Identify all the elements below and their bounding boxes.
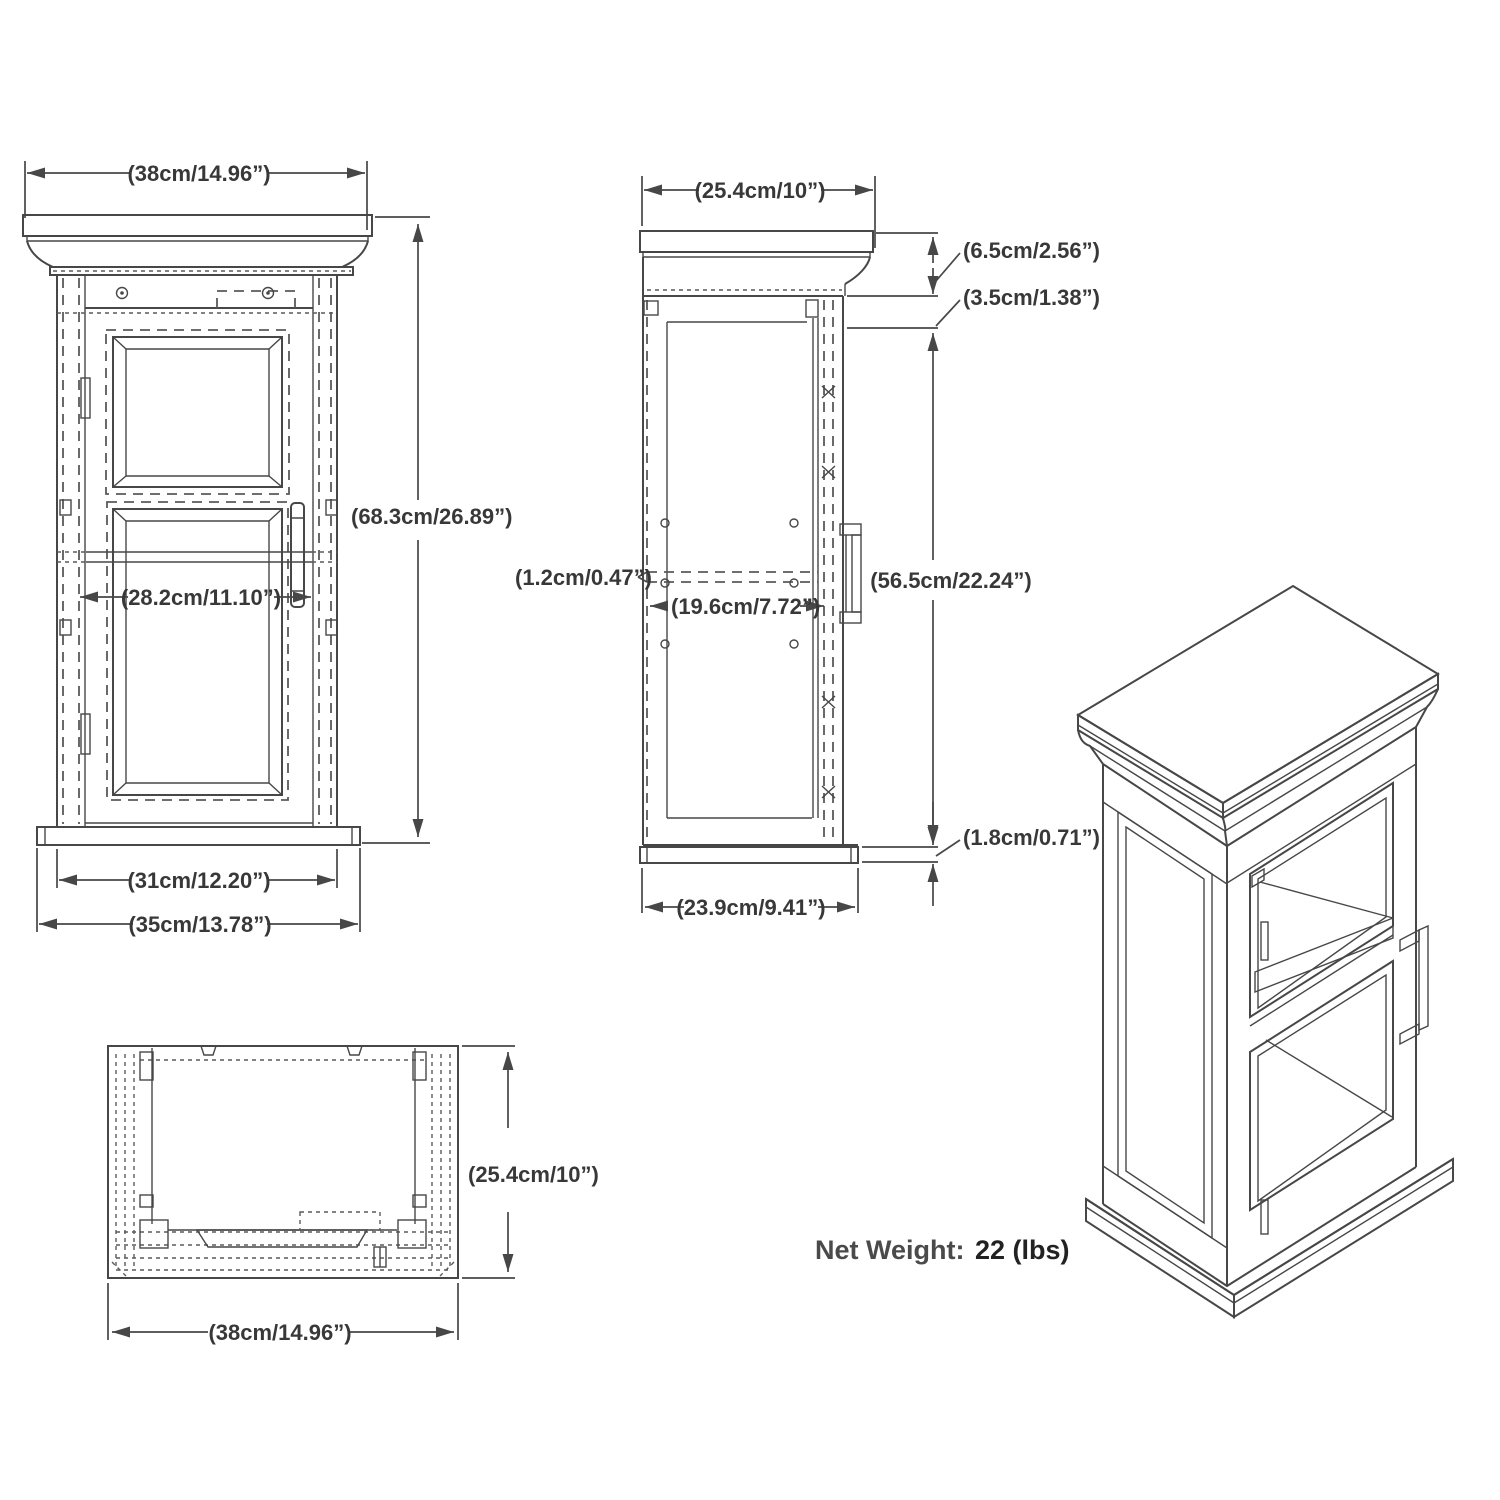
side-dim-shelf-thickness-label: (1.2cm/0.47”): [515, 565, 652, 590]
front-shelf-lines: [57, 551, 337, 563]
side-dim-body-height: (56.5cm/22.24”): [862, 333, 1040, 843]
front-upper-glass-panel: [105, 329, 290, 495]
iso-glass-door: [1226, 763, 1417, 1235]
front-body: [56, 275, 338, 827]
front-crown: [22, 214, 373, 276]
side-dim-crown-height: (6.5cm/2.56”): [847, 232, 1100, 297]
bottom-hidden-lines: [111, 1054, 455, 1277]
front-dim-base-width-label: (35cm/13.78”): [128, 912, 271, 937]
bottom-dim-depth: (25.4cm/10”): [462, 1045, 599, 1279]
front-view: (38cm/14.96”) (68.3cm/26.89”) (28.2cm/11…: [22, 161, 512, 937]
front-mounting-screws: [115, 286, 275, 300]
bottom-interior: [139, 1045, 427, 1268]
side-shelf-lines: [647, 518, 818, 649]
front-dim-height-label: (68.3cm/26.89”): [351, 504, 512, 529]
front-lower-glass-panel: [106, 501, 289, 801]
front-dim-inner-width-label: (28.2cm/11.10”): [121, 585, 281, 610]
side-dim-rail-height: (3.5cm/1.38”): [847, 285, 1100, 329]
side-dim-depth-top-label: (25.4cm/10”): [695, 178, 826, 203]
side-base: [639, 846, 859, 864]
side-dim-base-height-label: (1.8cm/0.71”): [963, 825, 1100, 850]
front-door-handle: [290, 502, 305, 608]
side-dim-rail-height-label: (3.5cm/1.38”): [963, 285, 1100, 310]
side-view: (25.4cm/10”) (6.5cm/2.56”) (3.5cm/1.38”)…: [515, 176, 1100, 920]
side-body: [642, 296, 858, 846]
side-dim-shelf-thickness: (1.2cm/0.47”): [515, 565, 652, 590]
front-dim-body-width: (31cm/12.20”): [56, 849, 338, 893]
bottom-view: (25.4cm/10”) (38cm/14.96”): [107, 1045, 599, 1345]
bottom-dim-depth-label: (25.4cm/10”): [468, 1162, 599, 1187]
side-door-handle: [839, 523, 862, 624]
side-dim-inner-depth: (19.6cm/7.72”): [650, 594, 824, 619]
side-crown: [639, 230, 874, 297]
iso-interior-shelf: [1251, 867, 1394, 1118]
iso-body: [1102, 727, 1417, 1288]
side-dim-depth-top: (25.4cm/10”): [641, 176, 876, 248]
side-dim-base-height: (1.8cm/0.71”): [862, 802, 1100, 906]
front-base: [36, 826, 361, 846]
front-dim-inner-width: (28.2cm/11.10”): [80, 585, 311, 610]
iso-crown: [1077, 688, 1439, 848]
front-dim-base-width: (35cm/13.78”): [36, 848, 361, 937]
front-dim-top-width-label: (38cm/14.96”): [127, 161, 270, 186]
side-dim-base-depth: (23.9cm/9.41”): [641, 868, 859, 920]
iso-base: [1085, 1157, 1454, 1319]
net-weight: Net Weight: 22 (lbs): [815, 1235, 1070, 1265]
front-dim-height: (68.3cm/26.89”): [344, 216, 512, 844]
bottom-dim-width-label: (38cm/14.96”): [208, 1320, 351, 1345]
isometric-view: [1076, 584, 1454, 1319]
side-door-clips: [821, 385, 836, 799]
net-weight-label: Net Weight:: [815, 1235, 965, 1265]
net-weight-value: 22 (lbs): [975, 1235, 1070, 1265]
front-hinges: [59, 377, 338, 755]
bottom-dim-width: (38cm/14.96”): [107, 1283, 459, 1345]
front-dim-body-width-label: (31cm/12.20”): [127, 868, 270, 893]
side-dim-body-height-label: (56.5cm/22.24”): [870, 568, 1031, 593]
side-dim-inner-depth-label: (19.6cm/7.72”): [671, 594, 820, 619]
bottom-outline: [107, 1045, 459, 1279]
side-dim-crown-height-label: (6.5cm/2.56”): [963, 238, 1100, 263]
iso-door-handle: [1399, 924, 1429, 1046]
front-dim-top-width: (38cm/14.96”): [24, 161, 368, 230]
side-dim-base-depth-label: (23.9cm/9.41”): [676, 895, 825, 920]
iso-side-panel: [1102, 801, 1228, 1249]
